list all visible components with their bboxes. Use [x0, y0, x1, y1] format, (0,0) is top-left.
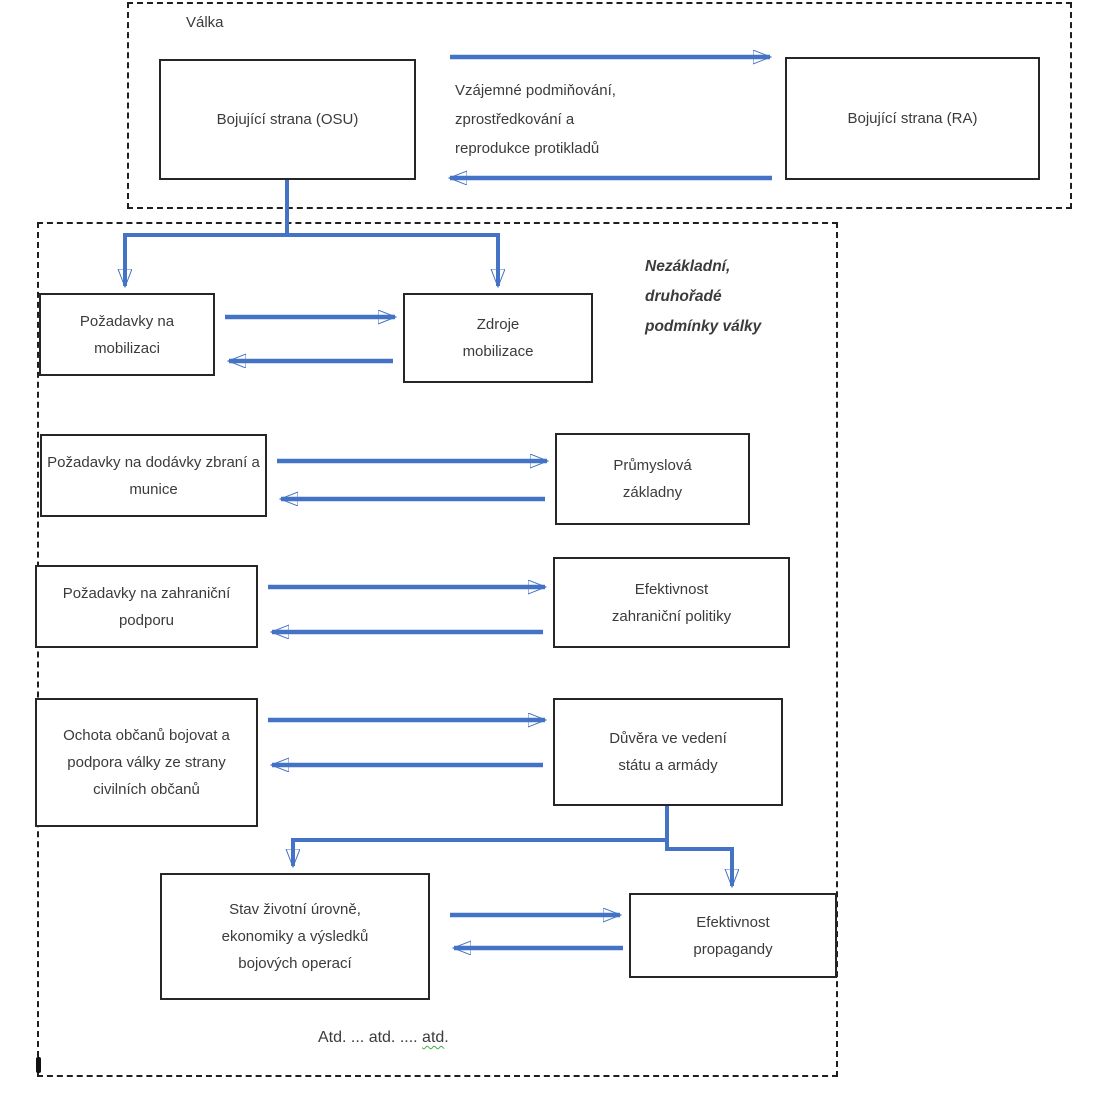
node-efektivnost-propagandy: Efektivnost propagandy [629, 893, 837, 978]
text-cursor-mark [36, 1057, 41, 1073]
node-ra: Bojující strana (RA) [785, 57, 1040, 180]
node-duvera-ve-vedeni-label: Důvěra ve vedení státu a armády [609, 730, 727, 774]
node-pozadavky-dodavky-label: Požadavky na dodávky zbraní a munice [47, 453, 260, 498]
atd-text: Atd. ... atd. .... atd. [318, 1028, 449, 1048]
node-pozadavky-dodavky: Požadavky na dodávky zbraní a munice [40, 434, 267, 517]
atd-prefix: Atd. ... atd. .... [318, 1029, 423, 1046]
atd-period: . [444, 1029, 449, 1046]
node-stav-zivotni-urovne: Stav životní úrovně, ekonomiky a výsledk… [160, 873, 430, 1000]
node-ochota-obcanu: Ochota občanů bojovat a podpora války ze… [35, 698, 258, 827]
node-pozadavky-zahranicni-podpora: Požadavky na zahraniční podporu [35, 565, 258, 648]
node-pozadavky-zahranicni-podpora-label: Požadavky na zahraniční podporu [62, 584, 231, 629]
node-efektivnost-zahranicni-politiky-label: Efektivnost zahraniční politiky [611, 580, 732, 625]
node-efektivnost-propagandy-label: Efektivnost propagandy [693, 913, 773, 958]
war-region-label: Válka [186, 14, 224, 31]
node-stav-zivotni-urovne-label: Stav životní úrovně, ekonomiky a výsledk… [221, 901, 369, 972]
war-region-border [127, 2, 1072, 209]
secondary-conditions-label: Nezákladní, druhořadé podmínky války [645, 258, 762, 335]
node-ochota-obcanu-label: Ochota občanů bojovat a podpora války ze… [63, 727, 230, 798]
node-duvera-ve-vedeni: Důvěra ve vedení státu a armády [553, 698, 783, 806]
node-prumyslova-zakladny: Průmyslová základny [555, 433, 750, 525]
mutual-relation-label: Vzájemné podmiňování, zprostředkování a … [455, 82, 616, 157]
secondary-conditions-region-border [37, 222, 838, 1077]
node-zdroje-mobilizace: Zdroje mobilizace [403, 293, 593, 383]
node-pozadavky-mobilizaci-label: Požadavky na mobilizaci [79, 312, 175, 357]
node-ra-label: Bojující strana (RA) [847, 110, 978, 127]
node-efektivnost-zahranicni-politiky: Efektivnost zahraniční politiky [553, 557, 790, 648]
node-pozadavky-mobilizaci: Požadavky na mobilizaci [39, 293, 215, 376]
node-zdroje-mobilizace-label: Zdroje mobilizace [462, 316, 534, 360]
atd-word-misspelled: atd [422, 1029, 445, 1046]
node-osu-label: Bojující strana (OSU) [216, 111, 359, 128]
node-prumyslova-zakladny-label: Průmyslová základny [613, 457, 692, 501]
node-osu: Bojující strana (OSU) [159, 59, 416, 180]
